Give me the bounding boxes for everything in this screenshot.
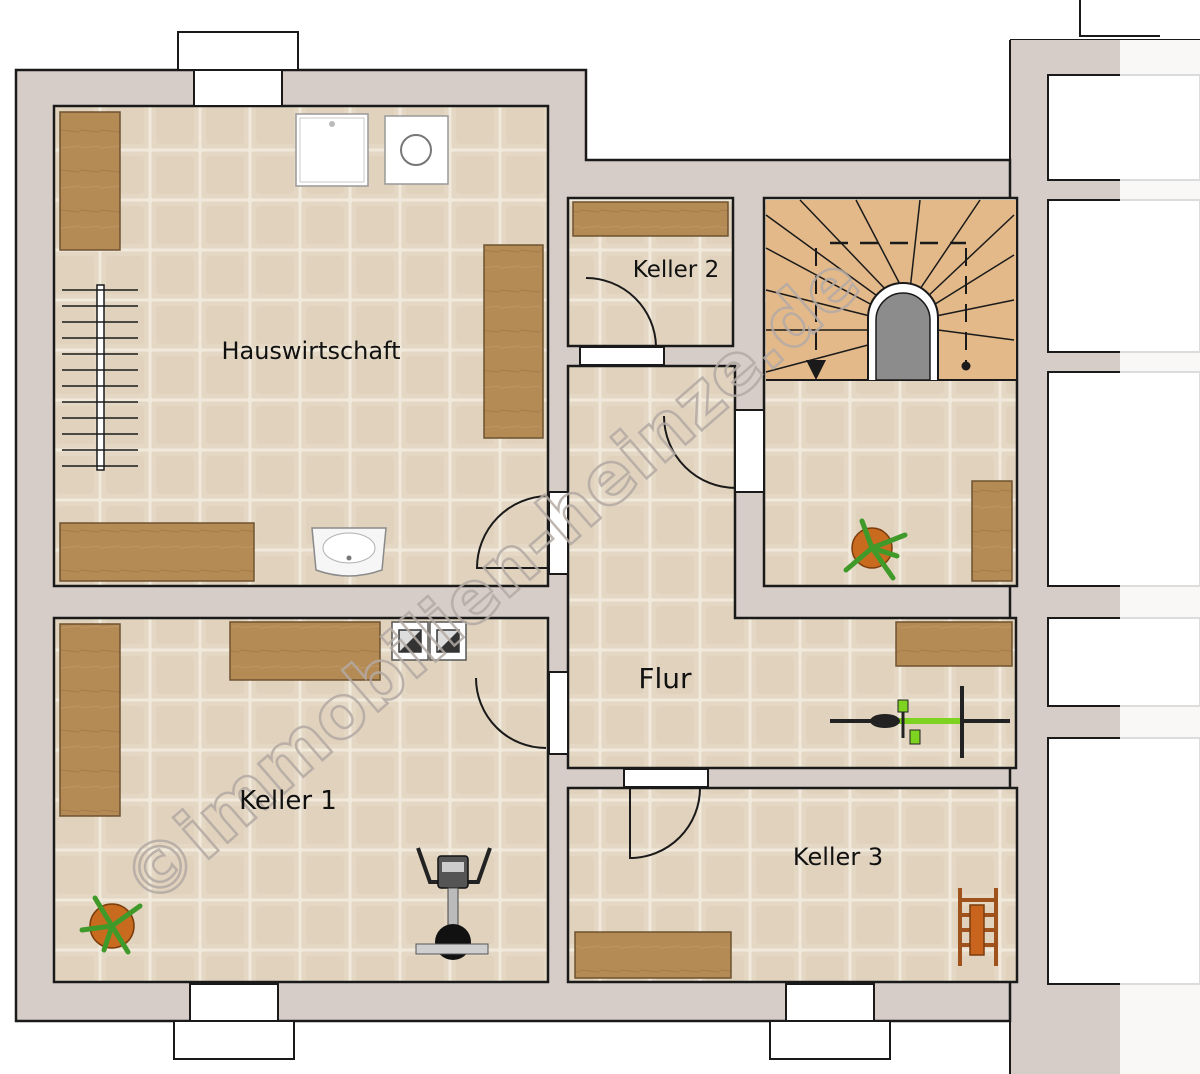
- cabinet-k3: [574, 931, 732, 979]
- washbasin-icon: [311, 527, 387, 577]
- cabinet-flur: [895, 621, 1013, 667]
- cabinet-hw-left: [59, 111, 121, 251]
- cabinet-hw-bottom: [59, 522, 255, 582]
- furniture: [59, 111, 1013, 979]
- cabinet-hw-right: [483, 244, 544, 439]
- windows: [173, 31, 891, 1060]
- cabinet-k1-left: [59, 623, 121, 817]
- cabinet-keller2: [572, 201, 729, 237]
- staircase: [765, 199, 1016, 381]
- shower-tray-icon: [295, 113, 369, 187]
- cabinet-stairwell: [971, 480, 1013, 582]
- room-label-keller-2: Keller 2: [633, 257, 719, 283]
- washing-machine-icon: [384, 115, 449, 185]
- door-keller-1: [475, 677, 547, 749]
- bicycle-icon: [830, 686, 1010, 758]
- room-label-keller-3: Keller 3: [793, 843, 883, 871]
- door-hauswirtschaft: [475, 495, 549, 569]
- room-label-hauswirtschaft: Hauswirtschaft: [221, 337, 400, 365]
- door-flur-stairs: [663, 415, 737, 489]
- drying-rack-icon: [62, 284, 138, 471]
- cabinet-k1-top: [229, 621, 381, 681]
- room-label-keller-1: Keller 1: [239, 786, 337, 816]
- door-keller-2: [585, 277, 657, 347]
- exercise-bike-icon: [415, 847, 492, 960]
- neighbour-building: [1009, 0, 1200, 1074]
- room-label-flur: Flur: [638, 662, 692, 695]
- room-flur: [566, 364, 1018, 770]
- potted-plant-icon: [79, 895, 143, 955]
- window-bottom-right: [769, 1020, 891, 1060]
- door-swings: [475, 277, 737, 860]
- stair-arrow-icon: [806, 360, 826, 380]
- clothes-rack-icon: [958, 888, 998, 966]
- window-top: [177, 31, 299, 71]
- meter-icon: [391, 621, 467, 661]
- door-openings: [548, 346, 765, 788]
- potted-plant-icon: [843, 518, 908, 581]
- door-keller-3: [629, 787, 701, 860]
- window-bottom-left: [173, 1020, 295, 1060]
- stair-start-dot: [961, 361, 971, 371]
